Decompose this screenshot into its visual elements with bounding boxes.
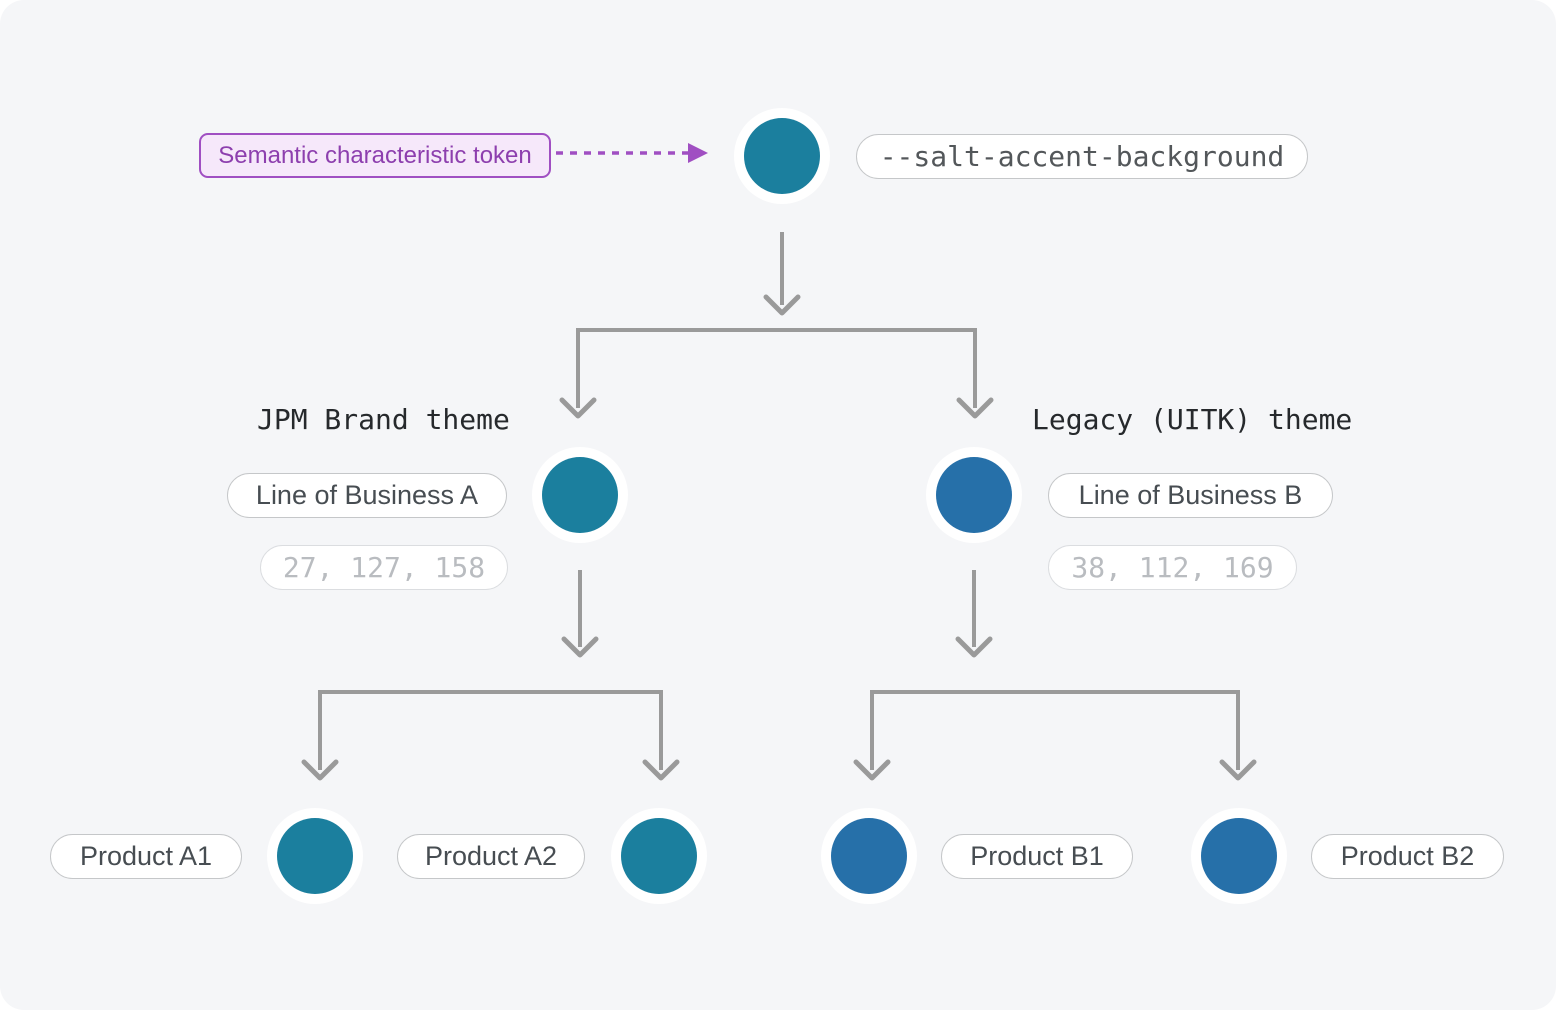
accent-color-swatch <box>744 118 820 194</box>
theme-label-jpm-brand: JPM Brand theme <box>257 403 510 436</box>
arrow-down-icon <box>956 397 994 419</box>
product-b1-pill: Product B1 <box>941 834 1133 879</box>
arrow-down-icon <box>301 759 339 781</box>
theme-a-node <box>532 447 628 543</box>
token-name-pill: --salt-accent-background <box>856 134 1308 179</box>
dashed-arrow-head-icon <box>688 143 708 163</box>
accent-color-swatch <box>621 818 697 894</box>
root-token-node <box>734 108 830 204</box>
line-of-business-b-pill: Line of Business B <box>1048 473 1333 518</box>
arrow-down-icon <box>561 636 599 658</box>
theme-label-legacy-uitk: Legacy (UITK) theme <box>1032 403 1353 436</box>
product-b2-pill: Product B2 <box>1311 834 1504 879</box>
arrow-down-icon <box>1219 759 1257 781</box>
accent-color-swatch <box>1201 818 1277 894</box>
accent-color-swatch <box>277 818 353 894</box>
semantic-token-callout: Semantic characteristic token <box>199 133 551 178</box>
accent-color-swatch <box>936 457 1012 533</box>
rgb-value-b-pill: 38, 112, 169 <box>1048 545 1297 590</box>
arrow-down-icon <box>853 759 891 781</box>
line-of-business-a-pill: Line of Business A <box>227 473 507 518</box>
accent-color-swatch <box>542 457 618 533</box>
product-a2-node <box>611 808 707 904</box>
theme-b-node <box>926 447 1022 543</box>
arrow-down-icon <box>955 636 993 658</box>
product-b2-node <box>1191 808 1287 904</box>
product-a1-pill: Product A1 <box>50 834 242 879</box>
accent-color-swatch <box>831 818 907 894</box>
product-a2-pill: Product A2 <box>397 834 585 879</box>
arrow-down-icon <box>763 294 801 316</box>
rgb-value-a-pill: 27, 127, 158 <box>260 545 508 590</box>
product-b1-node <box>821 808 917 904</box>
product-a1-node <box>267 808 363 904</box>
arrow-down-icon <box>559 397 597 419</box>
arrow-down-icon <box>642 759 680 781</box>
